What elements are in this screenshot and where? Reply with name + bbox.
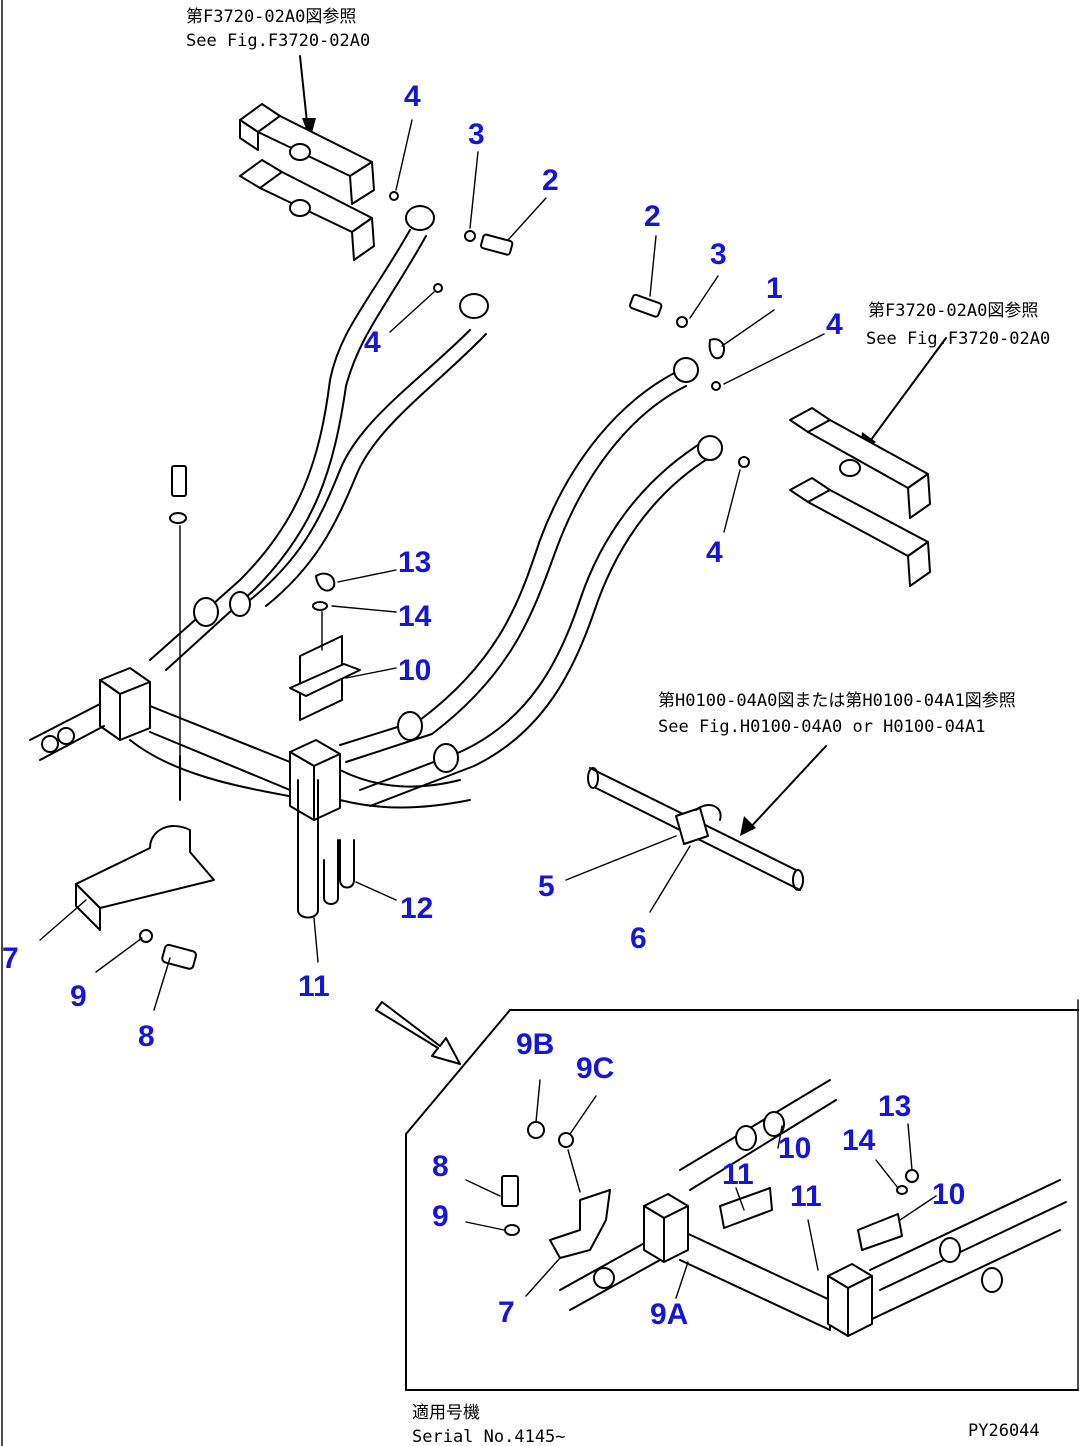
pipe-clamp-assembly (587, 767, 804, 891)
inset-callout-11-b: 11 (790, 1180, 822, 1213)
inset-arrow (375, 1001, 461, 1065)
callout-4-lower-right: 4 (706, 536, 723, 569)
valve-block-upper-left (239, 103, 375, 261)
valve-block-right (789, 407, 931, 587)
inset-callout-10-b: 10 (932, 1178, 965, 1211)
ref-right-en: See Fig.F3720-02A0 (866, 329, 1050, 349)
drawing-code: PY26044 (968, 1421, 1040, 1441)
ref-mid-en: See Fig.H0100-04A0 or H0100-04A1 (658, 717, 986, 737)
inset-callout-7: 7 (498, 1296, 515, 1329)
callout-3-upper: 3 (468, 118, 485, 151)
callout-8: 8 (138, 1020, 155, 1053)
serial-en: Serial No.4145~ (412, 1427, 566, 1446)
callout-2-upper: 2 (542, 164, 559, 197)
ref-top-left-en: See Fig.F3720-02A0 (186, 31, 370, 51)
callout-2-right: 2 (644, 200, 661, 233)
ref-top-left-jp: 第F3720-02A0図参照 (186, 7, 356, 27)
callout-numbers: 4 3 2 4 2 3 1 4 4 13 14 10 12 11 5 6 7 9… (2, 80, 843, 1053)
callout-12: 12 (400, 892, 433, 925)
inset-detail (405, 1009, 1079, 1391)
callout-10: 10 (398, 654, 431, 687)
inset-callout-8: 8 (432, 1150, 449, 1183)
clamp-assembly (289, 572, 361, 919)
callout-6: 6 (630, 922, 647, 955)
hoses (149, 229, 713, 807)
callout-11: 11 (298, 970, 330, 1003)
bracket-assembly (75, 755, 215, 970)
callout-9: 9 (70, 980, 87, 1013)
serial-jp: 適用号機 (412, 1403, 480, 1423)
inset-callout-13: 13 (878, 1090, 911, 1123)
hardware-upper (169, 191, 750, 781)
callout-leaders (39, 119, 825, 1011)
callout-4-mid: 4 (364, 326, 381, 359)
inset-callout-10-a: 10 (778, 1132, 811, 1165)
callout-4-upper: 4 (404, 80, 421, 113)
inset-callout-9a: 9A (650, 1298, 688, 1331)
inset-callout-numbers: 9B 9C 8 9 7 9A 11 10 11 14 13 10 (432, 1028, 965, 1331)
callout-14: 14 (398, 600, 432, 633)
ref-mid-jp: 第H0100-04A0図または第H0100-04A1図参照 (658, 691, 1016, 711)
inset-callout-11-a: 11 (722, 1158, 754, 1191)
ref-right-jp: 第F3720-02A0図参照 (868, 301, 1038, 321)
inset-callout-9c: 9C (576, 1052, 614, 1085)
callout-5: 5 (538, 870, 555, 903)
callout-3-right: 3 (710, 238, 727, 271)
callout-1: 1 (766, 272, 783, 305)
callout-4-right: 4 (826, 308, 843, 341)
lower-block-assembly (29, 667, 471, 821)
inset-callout-14: 14 (842, 1124, 876, 1157)
callout-13: 13 (398, 546, 431, 579)
inset-callout-9b: 9B (516, 1028, 554, 1061)
hose-fittings (193, 205, 723, 773)
reference-labels: 第F3720-02A0図参照 See Fig.F3720-02A0 第F3720… (186, 7, 1050, 1446)
inset-callout-9: 9 (432, 1200, 449, 1233)
callout-7: 7 (2, 942, 19, 975)
